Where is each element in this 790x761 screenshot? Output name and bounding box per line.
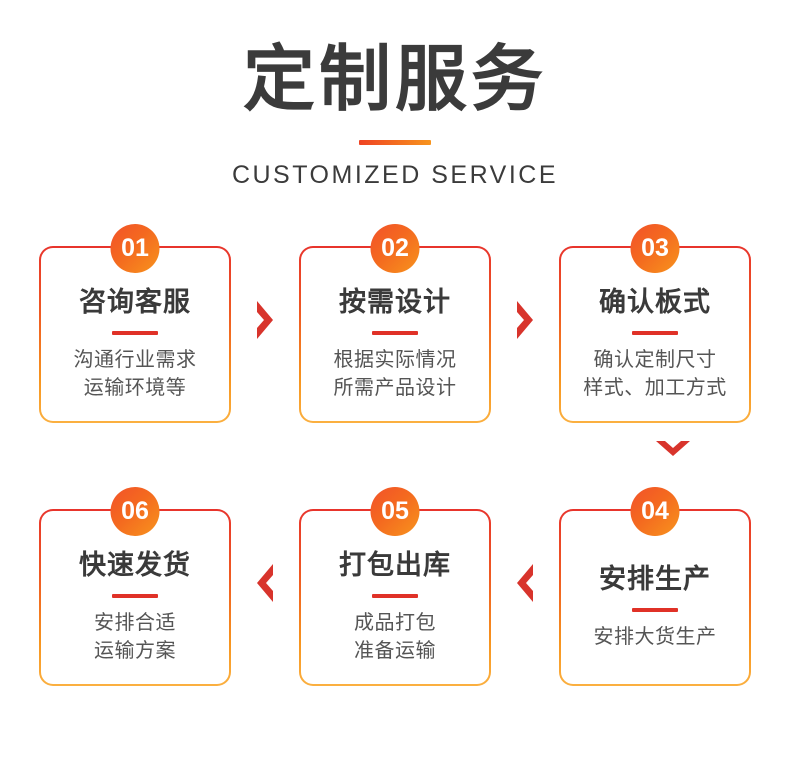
card-desc-line2-02: 所需产品设计 [333, 377, 457, 400]
step-badge-03: 03 [630, 223, 680, 273]
card-desc-line2-01: 运输环境等 [83, 377, 187, 400]
chevron-down-icon [656, 440, 690, 456]
card-desc-line1-01: 沟通行业需求 [73, 348, 197, 371]
card-title-05: 打包出库 [339, 549, 451, 580]
flow-row-top: 01 咨询客服 沟通行业需求 运输环境等 02 按需设计 根据实际情况 [0, 218, 790, 423]
card-slot-04: 04 安排生产 安排大货生产 [559, 481, 751, 686]
chevron-left-icon [257, 564, 273, 603]
card-desc-line1-03: 确认定制尺寸 [593, 348, 717, 371]
chevron-right-icon [257, 301, 273, 340]
page-header: 定制服务 CUSTOMIZED SERVICE [0, 0, 790, 190]
step-badge-06: 06 [110, 486, 160, 536]
step-badge-04: 04 [630, 486, 680, 536]
card-desc-03: 确认定制尺寸 样式、加工方式 [583, 346, 727, 403]
card-title-01: 咨询客服 [79, 286, 191, 317]
connector-row-link [653, 426, 693, 472]
connector-gap-04-05 [491, 481, 559, 686]
step-badge-01: 01 [110, 223, 160, 273]
card-divider-05 [372, 593, 418, 598]
card-title-02: 按需设计 [339, 286, 451, 317]
card-divider-04 [632, 608, 678, 613]
flow-card-02[interactable]: 02 按需设计 根据实际情况 所需产品设计 [299, 223, 491, 423]
card-desc-line2-05: 准备运输 [354, 640, 436, 663]
flow-card-04[interactable]: 04 安排生产 安排大货生产 [559, 486, 751, 686]
flow-card-01[interactable]: 01 咨询客服 沟通行业需求 运输环境等 [39, 223, 231, 423]
flow-card-06[interactable]: 06 快速发货 安排合适 运输方案 [39, 486, 231, 686]
card-slot-02: 02 按需设计 根据实际情况 所需产品设计 [299, 218, 491, 423]
card-desc-01: 沟通行业需求 运输环境等 [74, 346, 197, 403]
card-divider-06 [112, 593, 158, 598]
card-divider-01 [112, 330, 158, 335]
card-desc-line2-03: 样式、加工方式 [583, 377, 727, 400]
card-title-04: 安排生产 [599, 564, 711, 595]
card-desc-line1-05: 成品打包 [354, 611, 436, 634]
connector-gap-05-06 [231, 481, 299, 686]
connector-gap-02-03 [491, 218, 559, 423]
card-desc-line1-04: 安排大货生产 [593, 626, 717, 649]
title-divider [359, 139, 431, 145]
card-divider-03 [632, 330, 678, 335]
card-desc-05: 成品打包 准备运输 [354, 609, 436, 666]
card-divider-02 [372, 330, 418, 335]
card-desc-line1-02: 根据实际情况 [333, 348, 457, 371]
flow-row-bottom: 06 快速发货 安排合适 运输方案 05 打包出库 成品打包 准 [0, 481, 790, 686]
chevron-right-icon [517, 301, 533, 340]
card-slot-03: 03 确认板式 确认定制尺寸 样式、加工方式 [559, 218, 751, 423]
card-slot-01: 01 咨询客服 沟通行业需求 运输环境等 [39, 218, 231, 423]
card-slot-06: 06 快速发货 安排合适 运输方案 [39, 481, 231, 686]
card-desc-line1-06: 安排合适 [94, 611, 176, 634]
card-title-03: 确认板式 [599, 286, 711, 317]
page-title: 定制服务 [242, 40, 547, 120]
flow-card-03[interactable]: 03 确认板式 确认定制尺寸 样式、加工方式 [559, 223, 751, 423]
step-badge-02: 02 [370, 223, 420, 273]
flow-card-05[interactable]: 05 打包出库 成品打包 准备运输 [299, 486, 491, 686]
chevron-left-icon [517, 564, 533, 603]
page-subtitle: CUSTOMIZED SERVICE [231, 160, 559, 189]
step-badge-05: 05 [370, 486, 420, 536]
process-flow: 01 咨询客服 沟通行业需求 运输环境等 02 按需设计 根据实际情况 [0, 218, 790, 686]
connector-gap-01-02 [231, 218, 299, 423]
card-desc-02: 根据实际情况 所需产品设计 [334, 346, 457, 403]
card-slot-05: 05 打包出库 成品打包 准备运输 [299, 481, 491, 686]
card-desc-06: 安排合适 运输方案 [94, 609, 176, 666]
card-desc-line2-06: 运输方案 [94, 640, 176, 663]
card-desc-04: 安排大货生产 [594, 623, 717, 651]
card-title-06: 快速发货 [79, 549, 191, 580]
